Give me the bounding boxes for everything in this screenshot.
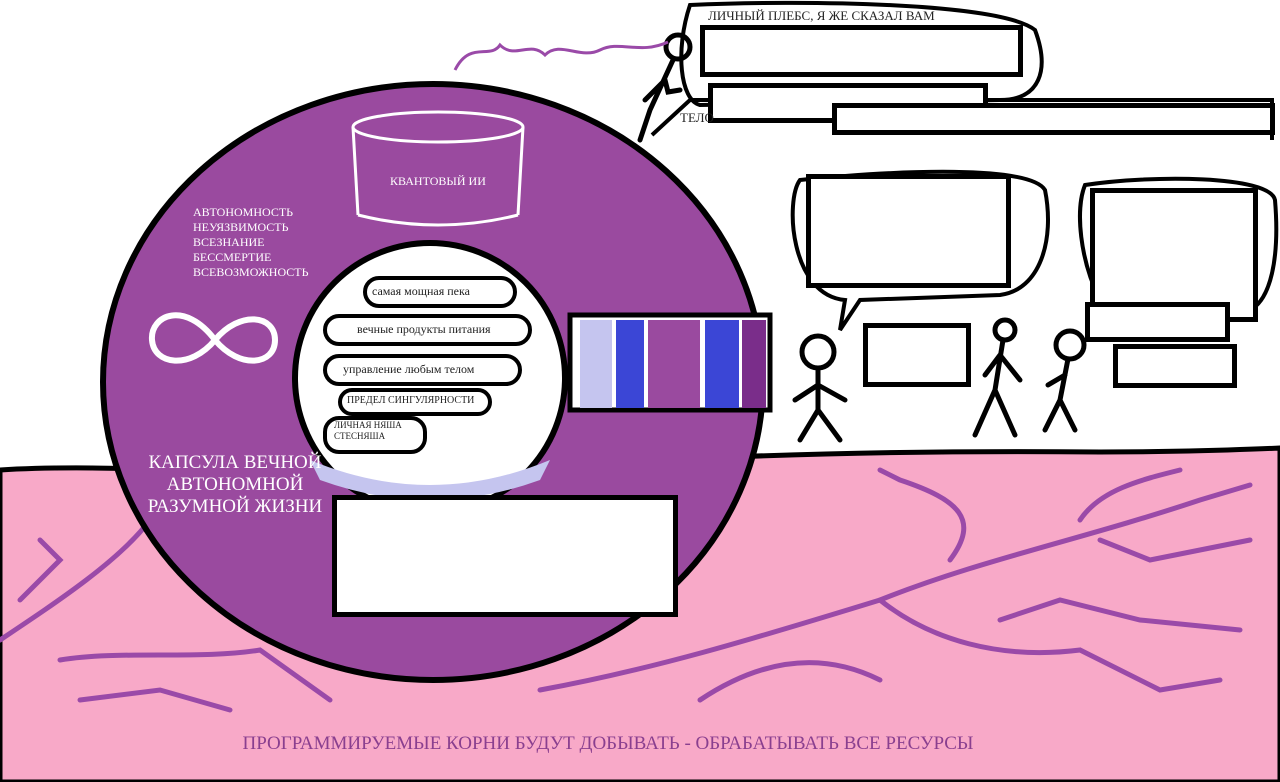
caption-line: РАЗУМНОЙ ЖИЗНИ bbox=[147, 496, 323, 517]
core-item: ЛИЧНАЯ НЯША СТЕСНЯША bbox=[334, 420, 402, 441]
attribute: АВТОНОМНОСТЬ bbox=[193, 205, 294, 219]
attribute-list: АВТОНОМНОСТЬ НЕУЯЗВИМОСТЬ ВСЕЗНАНИЕ БЕСС… bbox=[193, 205, 309, 280]
stick-figures bbox=[637, 32, 1087, 443]
redaction-box bbox=[332, 495, 678, 617]
attribute: НЕУЯЗВИМОСТЬ bbox=[193, 220, 289, 234]
attribute: БЕССМЕРТИЕ bbox=[193, 250, 272, 264]
core-item: ПРЕДЕЛ СИНГУЛЯРНОСТИ bbox=[347, 395, 475, 406]
quantum-tank bbox=[351, 110, 525, 227]
capsule-caption: КАПСУЛА ВЕЧНОЙ АВТОНОМНОЙ РАЗУМНОЙ ЖИЗНИ bbox=[135, 452, 335, 518]
speech-top-line: ЛИЧНЫЙ ПЛЕБС, Я ЖЕ СКАЗАЛ ВАМ bbox=[708, 8, 935, 23]
redaction-box bbox=[863, 323, 971, 387]
caption-line: КАПСУЛА ВЕЧНОЙ bbox=[148, 452, 322, 473]
redaction-box bbox=[1085, 302, 1230, 342]
core-item: самая мощная пека bbox=[372, 284, 470, 298]
redaction-box bbox=[1113, 344, 1237, 388]
tank-label: КВАНТОВЫЙ ИИ bbox=[390, 174, 486, 188]
attribute: ВСЕВОЗМОЖНОСТЬ bbox=[193, 265, 309, 279]
footer-caption: ПРОГРАММИРУЕМЫЕ КОРНИ БУДУТ ДОБЫВАТЬ - О… bbox=[242, 733, 974, 754]
speech-fragment: ТЕЛО bbox=[680, 110, 714, 125]
core-item: вечные продукты питания bbox=[357, 322, 491, 336]
roots bbox=[0, 467, 1253, 713]
redaction-box bbox=[700, 25, 1023, 77]
infinity-icon bbox=[148, 312, 279, 364]
redaction-box bbox=[806, 174, 1011, 288]
core-item: управление любым телом bbox=[343, 362, 475, 376]
redaction-box bbox=[1090, 188, 1258, 322]
attribute: ВСЕЗНАНИЕ bbox=[193, 235, 265, 249]
caption-line: АВТОНОМНОЙ bbox=[166, 474, 304, 495]
redaction-box bbox=[832, 103, 1275, 135]
purple-wire bbox=[453, 40, 669, 71]
